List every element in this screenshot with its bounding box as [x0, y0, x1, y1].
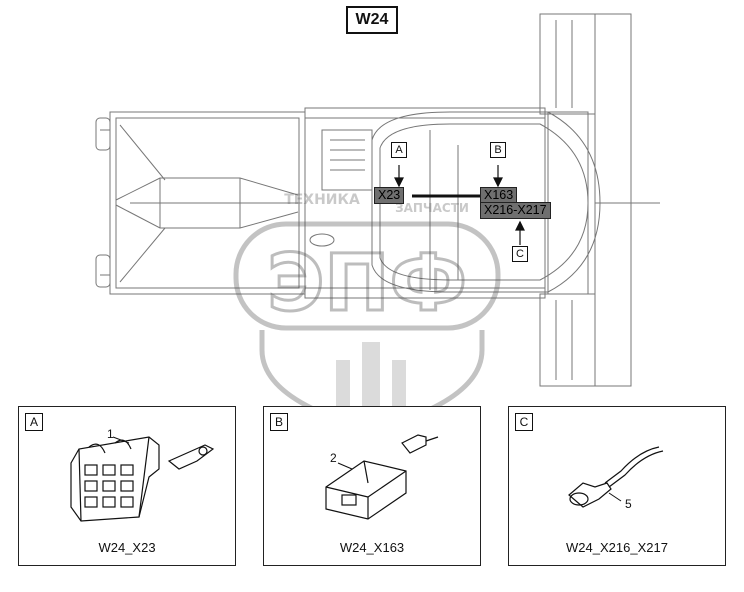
watermark-side-right: ЗАПЧАСТИ	[395, 201, 469, 215]
diagram-title: W24	[346, 6, 398, 34]
marker-a: A	[391, 142, 407, 158]
detail-panel-a: A 1 W24_X23	[18, 406, 236, 566]
terminal-c-drawing	[568, 446, 664, 508]
part-number-1: 1	[107, 427, 114, 441]
panel-caption-c: W24_X216_X217	[566, 540, 668, 555]
watermark-logo: ЭПФ ТЕХНИКА ЗАПЧАСТИ	[233, 192, 501, 433]
marker-b: B	[490, 142, 506, 158]
detail-panel-b: B 2 W24_X163	[263, 406, 481, 566]
connector-b-drawing	[325, 434, 439, 520]
chassis-drawing	[95, 13, 660, 387]
panel-caption-b: W24_X163	[339, 540, 405, 555]
marker-c: C	[512, 246, 528, 262]
panel-tag-c: C	[515, 413, 533, 431]
detail-panel-c: C 5 W24_X216_X217	[508, 406, 726, 566]
panel-tag-b: B	[270, 413, 288, 431]
part-number-2: 2	[330, 451, 337, 465]
connector-label-x23: X23	[374, 187, 405, 204]
watermark-side-left: ТЕХНИКА	[284, 192, 360, 208]
panel-tag-a: A	[25, 413, 43, 431]
watermark-text: ЭПФ	[267, 239, 467, 329]
connector-housing-drawing	[70, 436, 215, 522]
panel-caption-a: W24_X23	[98, 540, 156, 555]
part-number-5: 5	[625, 497, 632, 511]
connector-label-x216-x217: X216-X217	[480, 202, 551, 219]
